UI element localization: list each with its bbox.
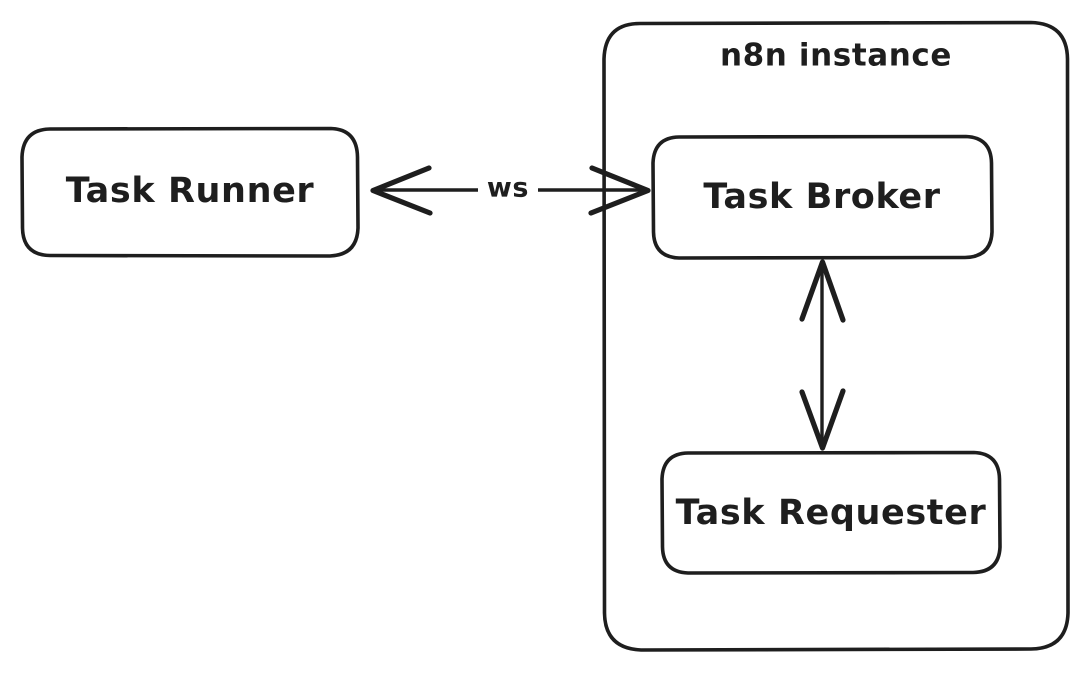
task-requester-box <box>660 450 1002 575</box>
task-runner-label: Task Runner <box>66 171 315 211</box>
edge-label-backdrop <box>478 170 538 210</box>
arrowhead-right <box>588 165 651 216</box>
container-outline <box>602 20 1070 652</box>
container-title: n8n instance <box>720 38 952 74</box>
task-runner-box <box>20 126 360 258</box>
node-task-requester[interactable]: Task Requester <box>660 450 1002 575</box>
node-task-runner[interactable]: Task Runner <box>20 126 360 258</box>
task-broker-label: Task Broker <box>703 177 940 217</box>
container-n8n-instance[interactable]: n8n instance <box>602 20 1070 652</box>
edge-label-ws: ws <box>487 173 529 204</box>
edge-task-broker-task-requester[interactable] <box>799 259 846 451</box>
node-task-broker[interactable]: Task Broker <box>651 134 994 260</box>
task-requester-label: Task Requester <box>676 493 987 533</box>
arrowhead-left <box>370 165 433 216</box>
task-broker-box <box>651 134 994 260</box>
arrowhead-down <box>799 388 846 451</box>
arrowhead-up <box>799 259 846 323</box>
edge-task-runner-task-broker[interactable]: ws <box>370 165 651 216</box>
